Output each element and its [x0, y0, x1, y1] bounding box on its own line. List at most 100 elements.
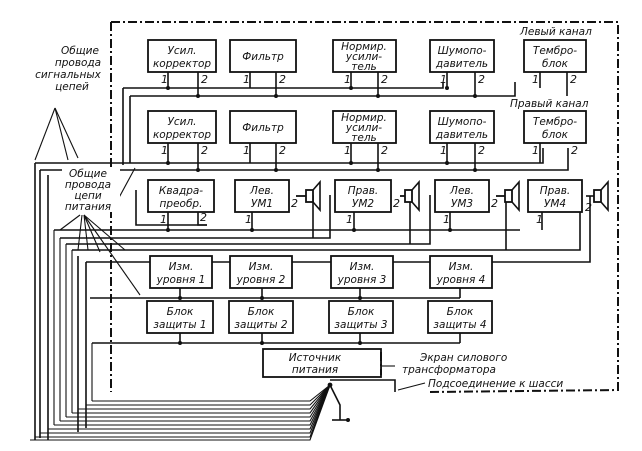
svg-text:2: 2 [291, 197, 298, 210]
svg-text:2: 2 [381, 73, 388, 86]
svg-text:корректор: корректор [153, 129, 211, 141]
svg-text:2: 2 [570, 73, 577, 86]
block-tone-left: Тембро- блок [523, 39, 587, 73]
block-level-meter-2: Изм. уровня 2 [229, 255, 293, 289]
psu-fan-wires [30, 230, 396, 441]
block-noise-reducer-right: Шумопо- давитель [429, 110, 495, 144]
svg-text:защиты 4: защиты 4 [433, 319, 486, 331]
svg-text:1: 1 [440, 73, 447, 86]
block-noise-reducer-left: Шумопо- давитель [429, 39, 495, 73]
svg-text:Источник: Источник [289, 352, 342, 364]
svg-text:1: 1 [443, 213, 450, 226]
block-filter-left: Фильтр [229, 39, 297, 73]
block-filter-right: Фильтр [229, 110, 297, 144]
svg-text:1: 1 [243, 73, 250, 86]
svg-text:2: 2 [393, 197, 400, 210]
svg-text:1: 1 [245, 213, 252, 226]
svg-text:питания: питания [65, 201, 111, 213]
svg-text:2: 2 [201, 144, 208, 157]
svg-text:2: 2 [571, 144, 578, 157]
row1-pins [167, 72, 568, 96]
svg-text:Прав.: Прав. [540, 185, 571, 197]
block-amp-um4: Прав. УМ4 [527, 179, 583, 213]
svg-text:цепи: цепи [74, 190, 101, 202]
svg-text:2: 2 [478, 144, 485, 157]
svg-text:УМ2: УМ2 [352, 198, 374, 210]
svg-text:Квадра-: Квадра- [159, 185, 203, 197]
block-norm-amp-left: Нормир. усили- тель [332, 39, 397, 73]
block-protection-1: Блок защиты 1 [146, 300, 214, 334]
svg-text:Изм.: Изм. [350, 261, 375, 273]
svg-text:уровня 3: уровня 3 [337, 274, 387, 286]
svg-text:1: 1 [161, 73, 168, 86]
chassis-connection-label: Подсоединение к шасси [428, 378, 563, 390]
svg-text:уровня 2: уровня 2 [236, 274, 286, 286]
svg-text:Фильтр: Фильтр [242, 122, 284, 134]
speaker-icon-1 [296, 179, 321, 213]
block-level-meter-4: Изм. уровня 4 [429, 255, 493, 289]
svg-text:1: 1 [536, 213, 543, 226]
svg-text:2: 2 [279, 73, 286, 86]
block-protection-2: Блок защиты 2 [228, 300, 294, 334]
right-channel-label: Правый канал [510, 98, 589, 110]
block-amp-um2: Прав. УМ2 [334, 179, 392, 213]
svg-text:давитель: давитель [435, 129, 488, 141]
svg-text:2: 2 [491, 197, 498, 210]
row2-pins [167, 143, 541, 170]
speaker-icon-2 [400, 179, 420, 213]
speaker-icon-4 [586, 179, 609, 213]
svg-text:защиты 3: защиты 3 [334, 319, 387, 331]
svg-text:1: 1 [160, 213, 167, 226]
svg-text:1: 1 [161, 144, 168, 157]
svg-text:защиты 2: защиты 2 [234, 319, 287, 331]
svg-text:Блок: Блок [348, 306, 375, 318]
svg-text:тель: тель [351, 132, 376, 144]
svg-text:усили-: усили- [345, 51, 382, 63]
svg-text:2: 2 [381, 144, 388, 157]
svg-text:корректор: корректор [153, 58, 211, 70]
svg-text:Усил.: Усил. [167, 116, 196, 128]
svg-text:Прав.: Прав. [348, 185, 379, 197]
svg-text:Усил.: Усил. [167, 45, 196, 57]
svg-text:1: 1 [440, 144, 447, 157]
left-channel-bus [122, 82, 516, 165]
signal-common-wires-label: Общие провода сигнальных цепей [35, 45, 101, 93]
svg-text:2: 2 [478, 73, 485, 86]
right-channel-bus [34, 148, 569, 440]
block-tone-right: Тембро- блок [523, 110, 587, 144]
block-norm-amp-right: Нормир. усили- тель [332, 110, 397, 144]
speaker-icon-3 [496, 179, 520, 213]
svg-text:УМ3: УМ3 [451, 198, 473, 210]
svg-text:Общие: Общие [69, 168, 107, 180]
svg-text:защиты 1: защиты 1 [153, 319, 206, 331]
amp-bus [54, 190, 581, 432]
svg-text:Тембро-: Тембро- [533, 116, 577, 128]
svg-text:2: 2 [585, 201, 592, 214]
svg-text:Общие: Общие [61, 45, 99, 57]
chassis-frame [110, 21, 619, 393]
svg-text:Шумопо-: Шумопо- [438, 116, 487, 128]
svg-text:Тембро-: Тембро- [533, 45, 577, 57]
left-channel-label: Левый канал [519, 26, 592, 38]
svg-text:Изм.: Изм. [249, 261, 274, 273]
junction-dots [166, 86, 477, 422]
svg-text:УМ4: УМ4 [544, 198, 566, 210]
svg-text:Фильтр: Фильтр [242, 51, 284, 63]
svg-text:Изм.: Изм. [449, 261, 474, 273]
svg-text:1: 1 [346, 213, 353, 226]
svg-text:Блок: Блок [447, 306, 474, 318]
block-amp-um3: Лев. УМ3 [434, 179, 490, 213]
row45-pins [179, 288, 461, 343]
svg-text:2: 2 [279, 144, 286, 157]
svg-text:уровня 4: уровня 4 [436, 274, 486, 286]
svg-text:Блок: Блок [248, 306, 275, 318]
svg-text:трансформатора: трансформатора [402, 364, 496, 376]
svg-text:давитель: давитель [435, 58, 488, 70]
svg-text:1: 1 [532, 73, 539, 86]
block-preamp-left: Усил. корректор [147, 39, 217, 73]
block-preamp-right: Усил. корректор [147, 110, 217, 144]
transformer-screen-label: Экран силового трансформатора [402, 352, 507, 376]
block-protection-3: Блок защиты 3 [328, 300, 394, 334]
